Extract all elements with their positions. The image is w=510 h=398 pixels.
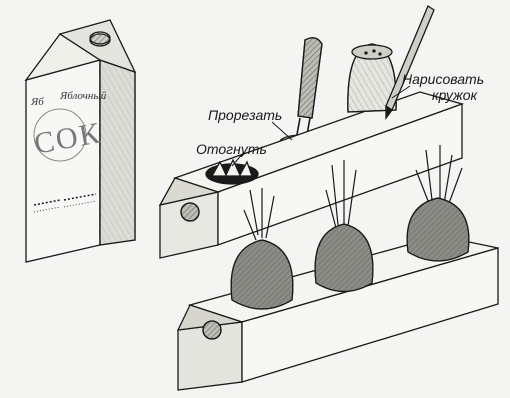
label-draw-line1: Нарисовать: [402, 72, 484, 86]
label-draw-line2: кружок: [432, 88, 477, 102]
package-brand-script: Яблочный: [60, 90, 106, 102]
label-cut: Прорезать: [208, 108, 282, 122]
label-bend: Отогнуть: [196, 142, 267, 156]
package-brand-small-left: Яб: [31, 96, 44, 108]
